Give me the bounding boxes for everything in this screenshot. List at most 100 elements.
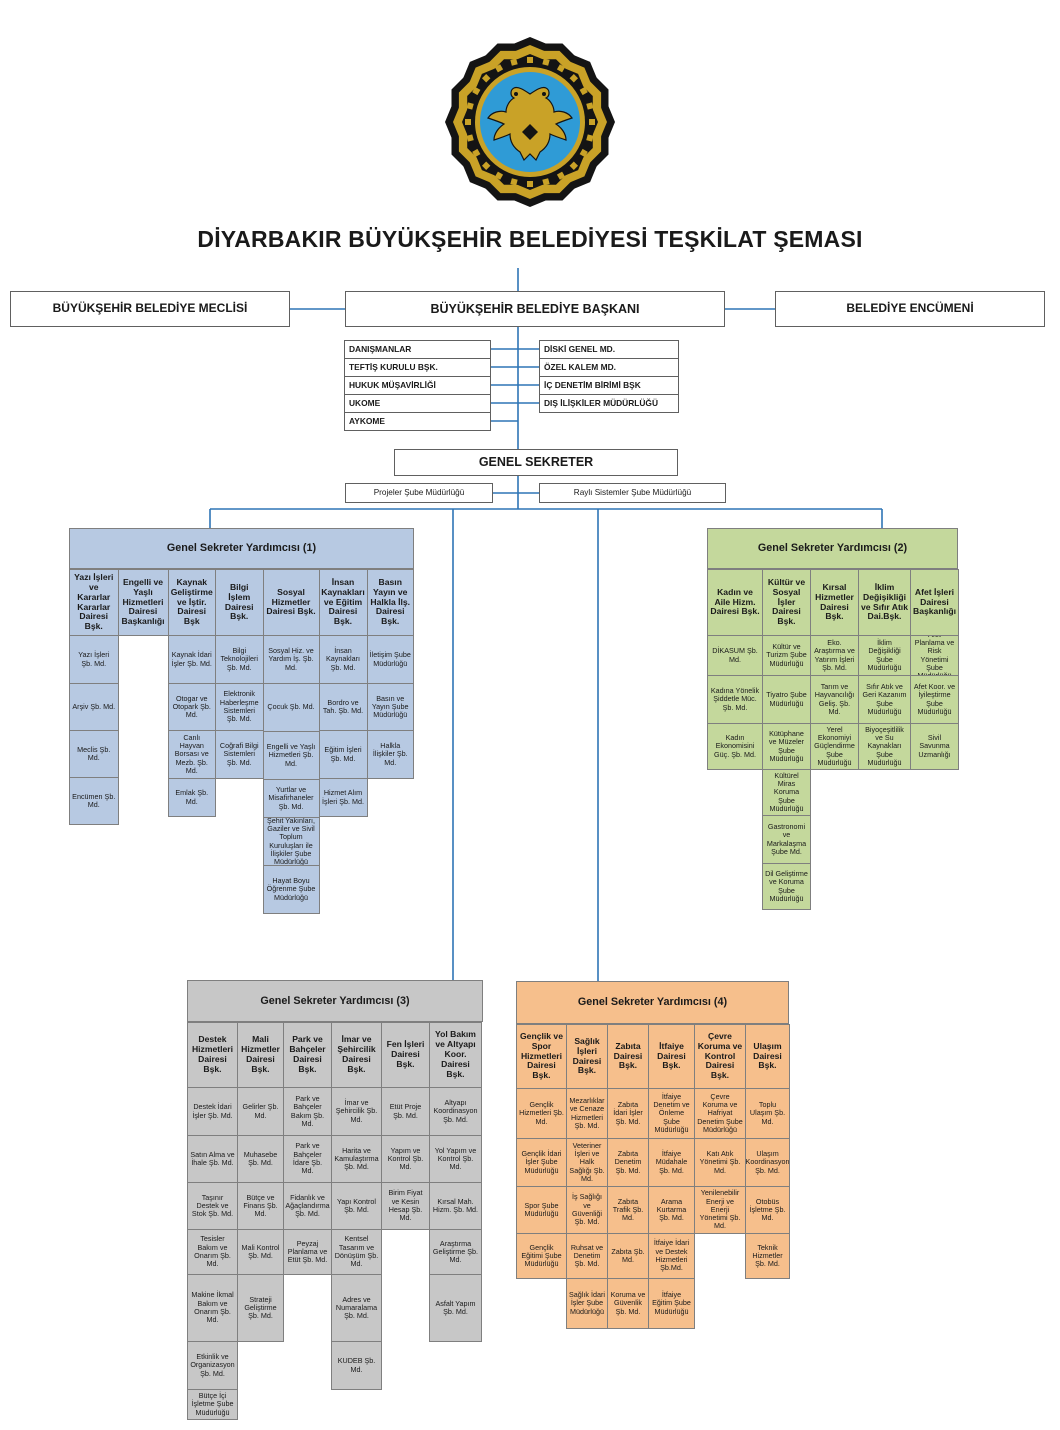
sub-1-3-1[interactable]: Kaynak İdari İşler Şb. Md. [167,635,216,684]
sub-4-2-3[interactable]: İş Sağlığı ve Güvenliği Şb. Md. [566,1186,608,1234]
sub-3-5-1[interactable]: Etüt Proje Şb. Md. [381,1087,430,1136]
dept-2-5[interactable]: Afet İşleri Dairesi Başkanlığı [910,569,959,636]
dept-3-1[interactable]: Destek Hizmetleri Dairesi Bşk. [187,1022,238,1088]
sub-1-7-2[interactable]: Basın ve Yayın Şube Müdürlüğü [366,683,414,731]
sub-4-5-2[interactable]: Katı Atık Yönetimi Şb. Md. [694,1138,746,1187]
sub-4-3-5[interactable]: Koruma ve Güvenlik Şb. Md. [607,1278,649,1329]
sub-1-1-1[interactable]: Yazı İşleri Şb. Md. [69,635,119,684]
sub-4-4-5[interactable]: İtfaiye Eğitim Şube Müdürlüğü [648,1278,695,1329]
sub-3-1-5[interactable]: Makine İkmal Bakım ve Onarım Şb. Md. [187,1274,238,1342]
sub-2-4-3[interactable]: Biyoçeşitlilik ve Su Kaynakları Şube Müd… [858,723,911,770]
advisor-right-1[interactable]: ÖZEL KALEM MD. [539,358,679,377]
sub-1-4-1[interactable]: Bilgi Teknolojileri Şb. Md. [215,635,264,684]
sub-3-2-5[interactable]: Strateji Geliştirme Şb. Md. [237,1274,284,1342]
dept-4-4[interactable]: İtfaiye Dairesi Bşk. [648,1024,695,1089]
sub-2-1-3[interactable]: Kadın Ekonomisini Güç. Şb. Md. [707,723,763,770]
sub-1-3-2[interactable]: Otogar ve Otopark Şb. Md. [167,683,216,731]
sub-3-5-2[interactable]: Yapım ve Kontrol Şb. Md. [381,1135,430,1183]
dept-2-2[interactable]: Kültür ve Sosyal İşler Dairesi Bşk. [762,569,811,636]
sub-3-3-4[interactable]: Peyzaj Planlama ve Etüt Şb. Md. [283,1229,332,1275]
sub-1-1-2[interactable]: Arşiv Şb. Md. [69,683,119,731]
sub-2-2-4[interactable]: Kültürel Miras Koruma Şube Müdürlüğü [762,769,811,816]
sub-1-5-6[interactable]: Hayat Boyu Öğrenme Şube Müdürlüğü [262,865,320,914]
sub-3-6-1[interactable]: Altyapı Koordinasyon Şb. Md. [429,1087,482,1136]
sub-2-3-2[interactable]: Tarım ve Hayvancılığı Geliş. Şb. Md. [810,675,859,724]
dept-4-5[interactable]: Çevre Koruma ve Kontrol Dairesi Bşk. [694,1024,746,1089]
sub-4-3-2[interactable]: Zabıta Denetim Şb. Md. [607,1138,649,1187]
sub-3-1-7[interactable]: Bütçe İçi İşletme Şube Müdürlüğü [187,1389,238,1420]
sub-4-5-3[interactable]: Yenilenebilir Enerji ve Enerji Yönetimi … [694,1186,746,1234]
sub-3-4-6[interactable]: KUDEB Şb. Md. [331,1341,382,1390]
sub-3-4-4[interactable]: Kentsel Tasarım ve Dönüşüm Şb. Md. [331,1229,382,1275]
sub-3-3-2[interactable]: Park ve Bahçeler İdare Şb. Md. [283,1135,332,1183]
sub-2-5-2[interactable]: Afet Koor. ve İyileştirme Şube Müdürlüğü [910,675,959,724]
sub-3-3-1[interactable]: Park ve Bahçeler Bakım Şb. Md. [283,1087,332,1136]
sub-4-6-1[interactable]: Toplu Ulaşım Şb. Md. [745,1088,790,1139]
gsy-title-2[interactable]: Genel Sekreter Yardımcısı (2) [707,528,958,569]
baskan-box[interactable]: BÜYÜKŞEHİR BELEDİYE BAŞKANI [345,291,725,327]
dept-4-1[interactable]: Gençlik ve Spor Hizmetleri Dairesi Bşk. [516,1024,567,1089]
sub-1-4-3[interactable]: Coğrafi Bilgi Sistemleri Şb. Md. [215,730,264,779]
dept-1-2[interactable]: Engelli ve Yaşlı Hizmetleri Dairesi Başk… [117,569,169,636]
sub-4-4-1[interactable]: İtfaiye Denetim ve Önleme Şube Müdürlüğü [648,1088,695,1139]
sub-1-6-3[interactable]: Eğitim İşleri Şb. Md. [318,730,368,779]
sub-4-5-1[interactable]: Çevre Koruma ve Hafriyat Denetim Şube Mü… [694,1088,746,1139]
sub-3-3-3[interactable]: Fidanlık ve Ağaçlandırma Şb. Md. [283,1182,332,1230]
sub-2-2-2[interactable]: Tiyatro Şube Müdürlüğü [762,675,811,724]
sub-2-1-1[interactable]: DİKASUM Şb. Md. [707,635,763,676]
dept-1-5[interactable]: Sosyal Hizmetler Dairesi Bşk. [262,569,320,636]
dept-3-3[interactable]: Park ve Bahçeler Dairesi Bşk. [283,1022,332,1088]
sub-4-1-1[interactable]: Gençlik Hizmetleri Şb. Md. [516,1088,567,1139]
sub-3-6-2[interactable]: Yol Yapım ve Kontrol Şb. Md. [429,1135,482,1183]
sub-1-3-3[interactable]: Canlı Hayvan Borsası ve Mezb. Şb. Md. [167,730,216,779]
sub-1-7-3[interactable]: Halkla İlişkiler Şb. Md. [366,730,414,779]
sub-1-6-2[interactable]: Bordro ve Tah. Şb. Md. [318,683,368,731]
sub-2-5-1[interactable]: Afet Planlama ve Risk Yönetimi Şube Müdü… [910,635,959,676]
sub-4-4-2[interactable]: İtfaiye Müdahale Şb. Md. [648,1138,695,1187]
sub-1-7-1[interactable]: İletişim Şube Müdürlüğü [366,635,414,684]
advisor-left-2[interactable]: HUKUK MÜŞAVİRLİĞİ [344,376,491,395]
dept-1-3[interactable]: Kaynak Geliştirme ve İştir. Dairesi Bşk [167,569,216,636]
sub-3-4-2[interactable]: Harita ve Kamulaştırma Şb. Md. [331,1135,382,1183]
sub-4-2-5[interactable]: Sağlık İdari İşler Şube Müdürlüğü [566,1278,608,1329]
dept-1-1[interactable]: Yazı İşleri ve Kararlar Kararlar Dairesi… [69,569,119,636]
sub-3-2-1[interactable]: Gelirler Şb. Md. [237,1087,284,1136]
sub-3-4-1[interactable]: İmar ve Şehircilik Şb. Md. [331,1087,382,1136]
sub-3-1-6[interactable]: Etkinlik ve Organizasyon Şb. Md. [187,1341,238,1390]
sub-4-1-3[interactable]: Spor Şube Müdürlüğü [516,1186,567,1234]
sub-2-3-3[interactable]: Yerel Ekonomiyi Güçlendirme Şube Müdürlü… [810,723,859,770]
genel-sekreter-box[interactable]: GENEL SEKRETER [394,449,678,476]
sub-2-3-1[interactable]: Eko. Araştırma ve Yatırım İşleri Şb. Md. [810,635,859,676]
dept-3-5[interactable]: Fen İşleri Dairesi Bşk. [381,1022,430,1088]
sub-4-6-2[interactable]: Ulaşım Koordinasyon Şb. Md. [745,1138,790,1187]
gsy-title-3[interactable]: Genel Sekreter Yardımcısı (3) [187,980,483,1022]
sub-3-6-3[interactable]: Kırsal Mah. Hizm. Şb. Md. [429,1182,482,1230]
dept-4-3[interactable]: Zabıta Dairesi Bşk. [607,1024,649,1089]
dept-3-2[interactable]: Mali Hizmetler Dairesi Bşk. [237,1022,284,1088]
sub-2-2-5[interactable]: Gastronomi ve Markalaşma Şube Md. [762,815,811,864]
dept-4-6[interactable]: Ulaşım Dairesi Bşk. [745,1024,790,1089]
gs-unit-projeler[interactable]: Projeler Şube Müdürlüğü [345,483,493,503]
meclis-box[interactable]: BÜYÜKŞEHİR BELEDİYE MECLİSİ [10,291,290,327]
sub-2-2-6[interactable]: Dil Geliştirme ve Koruma Şube Müdürlüğü [762,863,811,910]
sub-2-1-2[interactable]: Kadına Yönelik Şiddetle Müc. Şb. Md. [707,675,763,724]
sub-1-5-1[interactable]: Sosyal Hiz. ve Yardım İş. Şb. Md. [262,635,320,684]
sub-3-6-4[interactable]: Araştırma Geliştirme Şb. Md. [429,1229,482,1275]
sub-4-3-1[interactable]: Zabıta İdari İşler Şb. Md. [607,1088,649,1139]
sub-4-4-4[interactable]: İtfaiye İdari ve Destek Hizmetleri Şb.Md… [648,1233,695,1279]
sub-1-3-4[interactable]: Emlak Şb. Md. [167,778,216,817]
sub-1-4-2[interactable]: Elektronik Haberleşme Sistemleri Şb. Md. [215,683,264,731]
sub-4-1-2[interactable]: Gençlik İdari İşler Şube Müdürlüğü [516,1138,567,1187]
advisor-left-3[interactable]: UKOME [344,394,491,413]
dept-3-4[interactable]: İmar ve Şehircilik Dairesi Bşk. [331,1022,382,1088]
sub-2-2-1[interactable]: Kültür ve Turizm Şube Müdürlüğü [762,635,811,676]
dept-3-6[interactable]: Yol Bakım ve Altyapı Koor. Dairesi Bşk. [429,1022,482,1088]
sub-3-1-3[interactable]: Taşınır Destek ve Stok Şb. Md. [187,1182,238,1230]
sub-4-3-4[interactable]: Zabıta Şb. Md. [607,1233,649,1279]
sub-3-4-3[interactable]: Yapı Kontrol Şb. Md. [331,1182,382,1230]
sub-3-1-4[interactable]: Tesisler Bakım ve Onarım Şb. Md. [187,1229,238,1275]
dept-4-2[interactable]: Sağlık İşleri Dairesi Bşk. [566,1024,608,1089]
sub-1-5-2[interactable]: Çocuk Şb. Md. [262,683,320,732]
advisor-right-0[interactable]: DİSKİ GENEL MD. [539,340,679,359]
advisor-right-2[interactable]: İÇ DENETİM BİRİMİ BŞK [539,376,679,395]
